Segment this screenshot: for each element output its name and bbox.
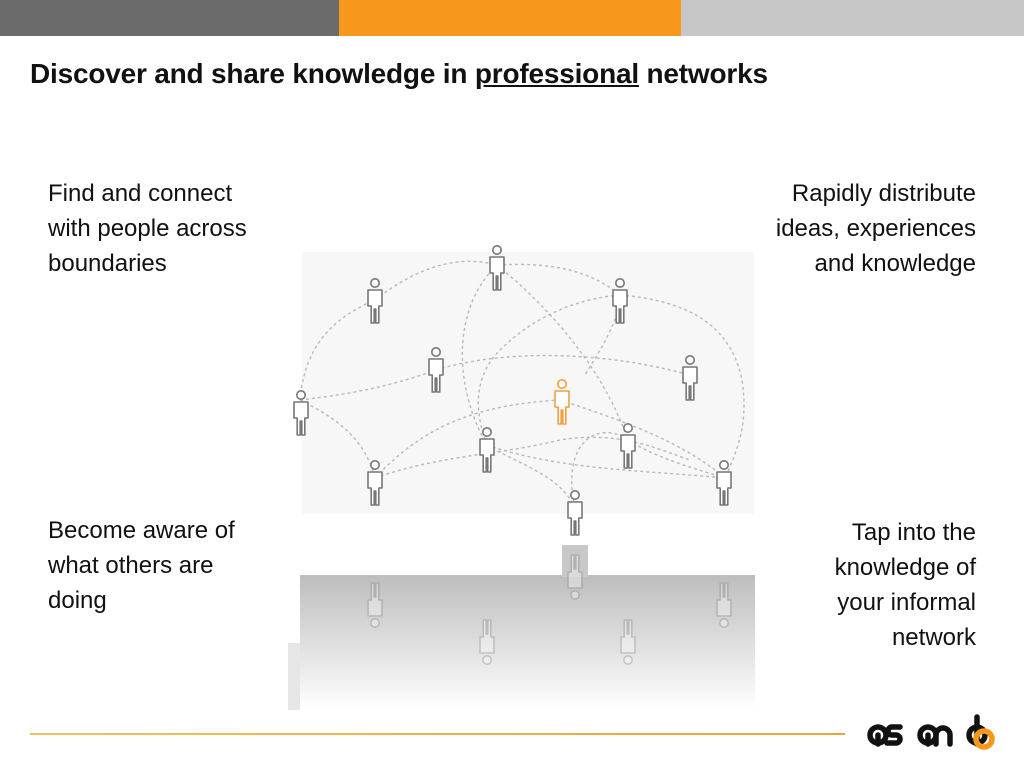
- top-bar-light: [681, 0, 1024, 36]
- quadrant-bottom-right: Tap into the knowledge of your informal …: [706, 515, 976, 655]
- quadrant-line: doing: [48, 587, 107, 614]
- quadrant-line: ideas, experiences: [775, 215, 976, 242]
- quadrant-line: knowledge of: [834, 554, 976, 581]
- top-bar-orange: [339, 0, 681, 36]
- quadrant-top-right: Rapidly distribute ideas, experiences an…: [706, 176, 976, 281]
- quadrant-line: boundaries: [48, 250, 167, 277]
- page-title: Discover and share knowledge in professi…: [30, 58, 768, 90]
- top-bar-dark: [0, 0, 339, 36]
- footer-divider: [30, 733, 845, 735]
- quadrant-line: what others are: [48, 552, 214, 579]
- quadrant-line: Become aware of: [48, 517, 235, 544]
- asando-logo: [867, 714, 995, 750]
- quadrant-bottom-left: Become aware of what others are doing: [48, 513, 318, 618]
- title-part-2: networks: [638, 58, 769, 89]
- quadrant-line: with people across: [48, 215, 247, 242]
- quadrant-line: network: [891, 624, 976, 651]
- quadrant-line: your informal: [837, 589, 976, 616]
- network-illustration: [288, 245, 755, 710]
- network-links: [299, 260, 745, 509]
- quadrant-line: Rapidly distribute: [791, 180, 976, 207]
- title-part-1: Discover and share knowledge in: [30, 58, 475, 89]
- quadrant-line: and knowledge: [814, 250, 976, 277]
- network-reflection: [288, 545, 755, 710]
- title-emphasis: professional: [474, 58, 639, 89]
- quadrant-line: Tap into the: [851, 519, 976, 546]
- quadrant-line: Find and connect: [48, 180, 233, 207]
- top-color-bar: [0, 0, 1024, 36]
- quadrant-top-left: Find and connect with people across boun…: [48, 176, 318, 281]
